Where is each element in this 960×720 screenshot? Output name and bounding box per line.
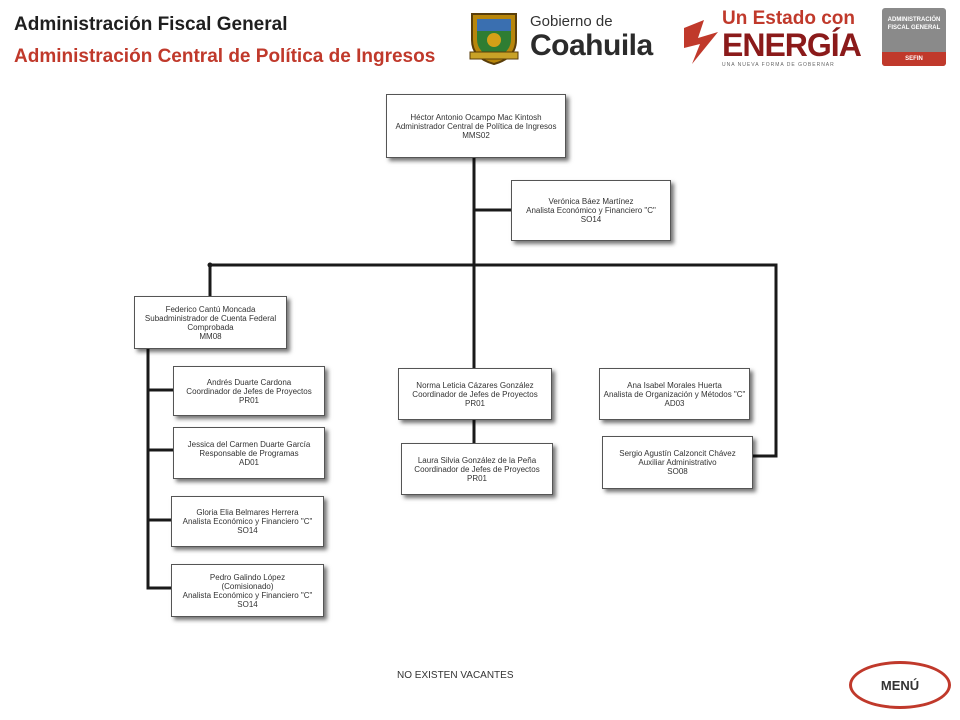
org-box-sergio: Sergio Agustín Calzoncit Chávez Auxiliar…	[602, 436, 753, 489]
org-box-andres: Andrés Duarte Cardona Coordinador de Jef…	[173, 366, 325, 416]
gobierno-coahuila-logo: Gobierno de Coahuila	[530, 14, 653, 62]
person-code: PR01	[238, 395, 259, 405]
person-role: Coordinador de Jefes de Proyectos	[412, 389, 538, 399]
person-name: Ana Isabel Morales Huerta	[627, 380, 722, 390]
person-code: SO14	[237, 599, 258, 609]
person-role: Analista Económico y Financiero "C"	[182, 590, 313, 600]
person-role: Administrador Central de Política de Ing…	[395, 121, 557, 131]
person-role: Coordinador de Jefes de Proyectos	[414, 464, 540, 474]
person-code: AD01	[238, 457, 259, 467]
org-box-ana: Ana Isabel Morales Huerta Analista de Or…	[599, 368, 750, 420]
org-box-head: Héctor Antonio Ocampo Mac Kintosh Admini…	[386, 94, 566, 158]
org-box-laura: Laura Silvia González de la Peña Coordin…	[401, 443, 553, 495]
page-title: Administración Fiscal General	[14, 14, 288, 35]
person-name: Jessica del Carmen Duarte García	[187, 439, 311, 449]
person-name: Héctor Antonio Ocampo Mac Kintosh	[410, 112, 542, 122]
slogan-tagline: UNA NUEVA FORMA DE GOBERNAR	[722, 62, 835, 68]
person-role: Analista Económico y Financiero "C"	[526, 206, 656, 215]
person-name: Verónica Báez Martínez	[548, 197, 634, 206]
person-code: SO14	[580, 215, 602, 224]
person-code: MMS02	[462, 130, 490, 140]
gobierno-label: Gobierno de	[530, 13, 613, 30]
org-box-jessica: Jessica del Carmen Duarte García Respons…	[173, 427, 325, 479]
page-subtitle: Administración Central de Política de In…	[14, 46, 436, 67]
person-role: Coordinador de Jefes de Proyectos	[186, 386, 312, 396]
slogan-top: Un Estado con	[722, 8, 856, 29]
person-note: (Comisionado)	[221, 581, 274, 591]
person-role: Analista de Organización y Métodos "C"	[603, 389, 746, 399]
coahuila-seal-logo	[466, 8, 522, 66]
org-box-norma: Norma Leticia Cázares González Coordinad…	[398, 368, 552, 420]
person-name: Norma Leticia Cázares González	[416, 380, 534, 390]
person-code: PR01	[464, 398, 485, 408]
person-role: Auxiliar Administrativo	[638, 458, 717, 467]
person-name: Sergio Agustín Calzoncit Chávez	[619, 449, 736, 458]
person-role: Subadministrador de Cuenta Federal Compr…	[144, 313, 277, 332]
connector-dot	[207, 262, 213, 268]
afg-line-1: ADMINISTRACIÓN	[887, 17, 941, 23]
coahuila-label: Coahuila	[530, 29, 653, 62]
afg-badge-logo: ADMINISTRACIÓN FISCAL GENERAL SEFIN	[882, 8, 946, 66]
person-code: AD03	[664, 398, 685, 408]
person-code: SO08	[667, 467, 688, 476]
person-code: SO14	[237, 526, 258, 535]
person-name: Andrés Duarte Cardona	[206, 377, 292, 387]
org-box-analyst: Verónica Báez Martínez Analista Económic…	[511, 180, 671, 241]
person-name: Federico Cantú Moncada	[165, 304, 256, 314]
person-name: Gloria Elia Belmares Herrera	[196, 508, 299, 517]
person-role: Analista Económico y Financiero "C"	[182, 517, 313, 526]
person-code: PR01	[466, 473, 487, 483]
slogan-main: ENERGÍA	[722, 27, 862, 63]
person-name: Pedro Galindo López	[209, 572, 286, 582]
menu-button[interactable]: MENÚ	[849, 661, 951, 709]
org-box-pedro: Pedro Galindo López (Comisionado) Analis…	[171, 564, 324, 617]
vacancies-note: NO EXISTEN VACANTES	[397, 670, 514, 681]
person-name: Laura Silvia González de la Peña	[417, 455, 537, 465]
estado-energia-logo: Un Estado con ENERGÍA UNA NUEVA FORMA DE…	[682, 8, 862, 68]
org-box-subadmin: Federico Cantú Moncada Subadministrador …	[134, 296, 287, 349]
afg-line-2: FISCAL GENERAL	[887, 25, 941, 31]
person-code: MM08	[199, 331, 222, 341]
afg-sefin: SEFIN	[882, 52, 946, 66]
person-role: Responsable de Programas	[199, 448, 299, 458]
org-box-gloria: Gloria Elia Belmares Herrera Analista Ec…	[171, 496, 324, 547]
